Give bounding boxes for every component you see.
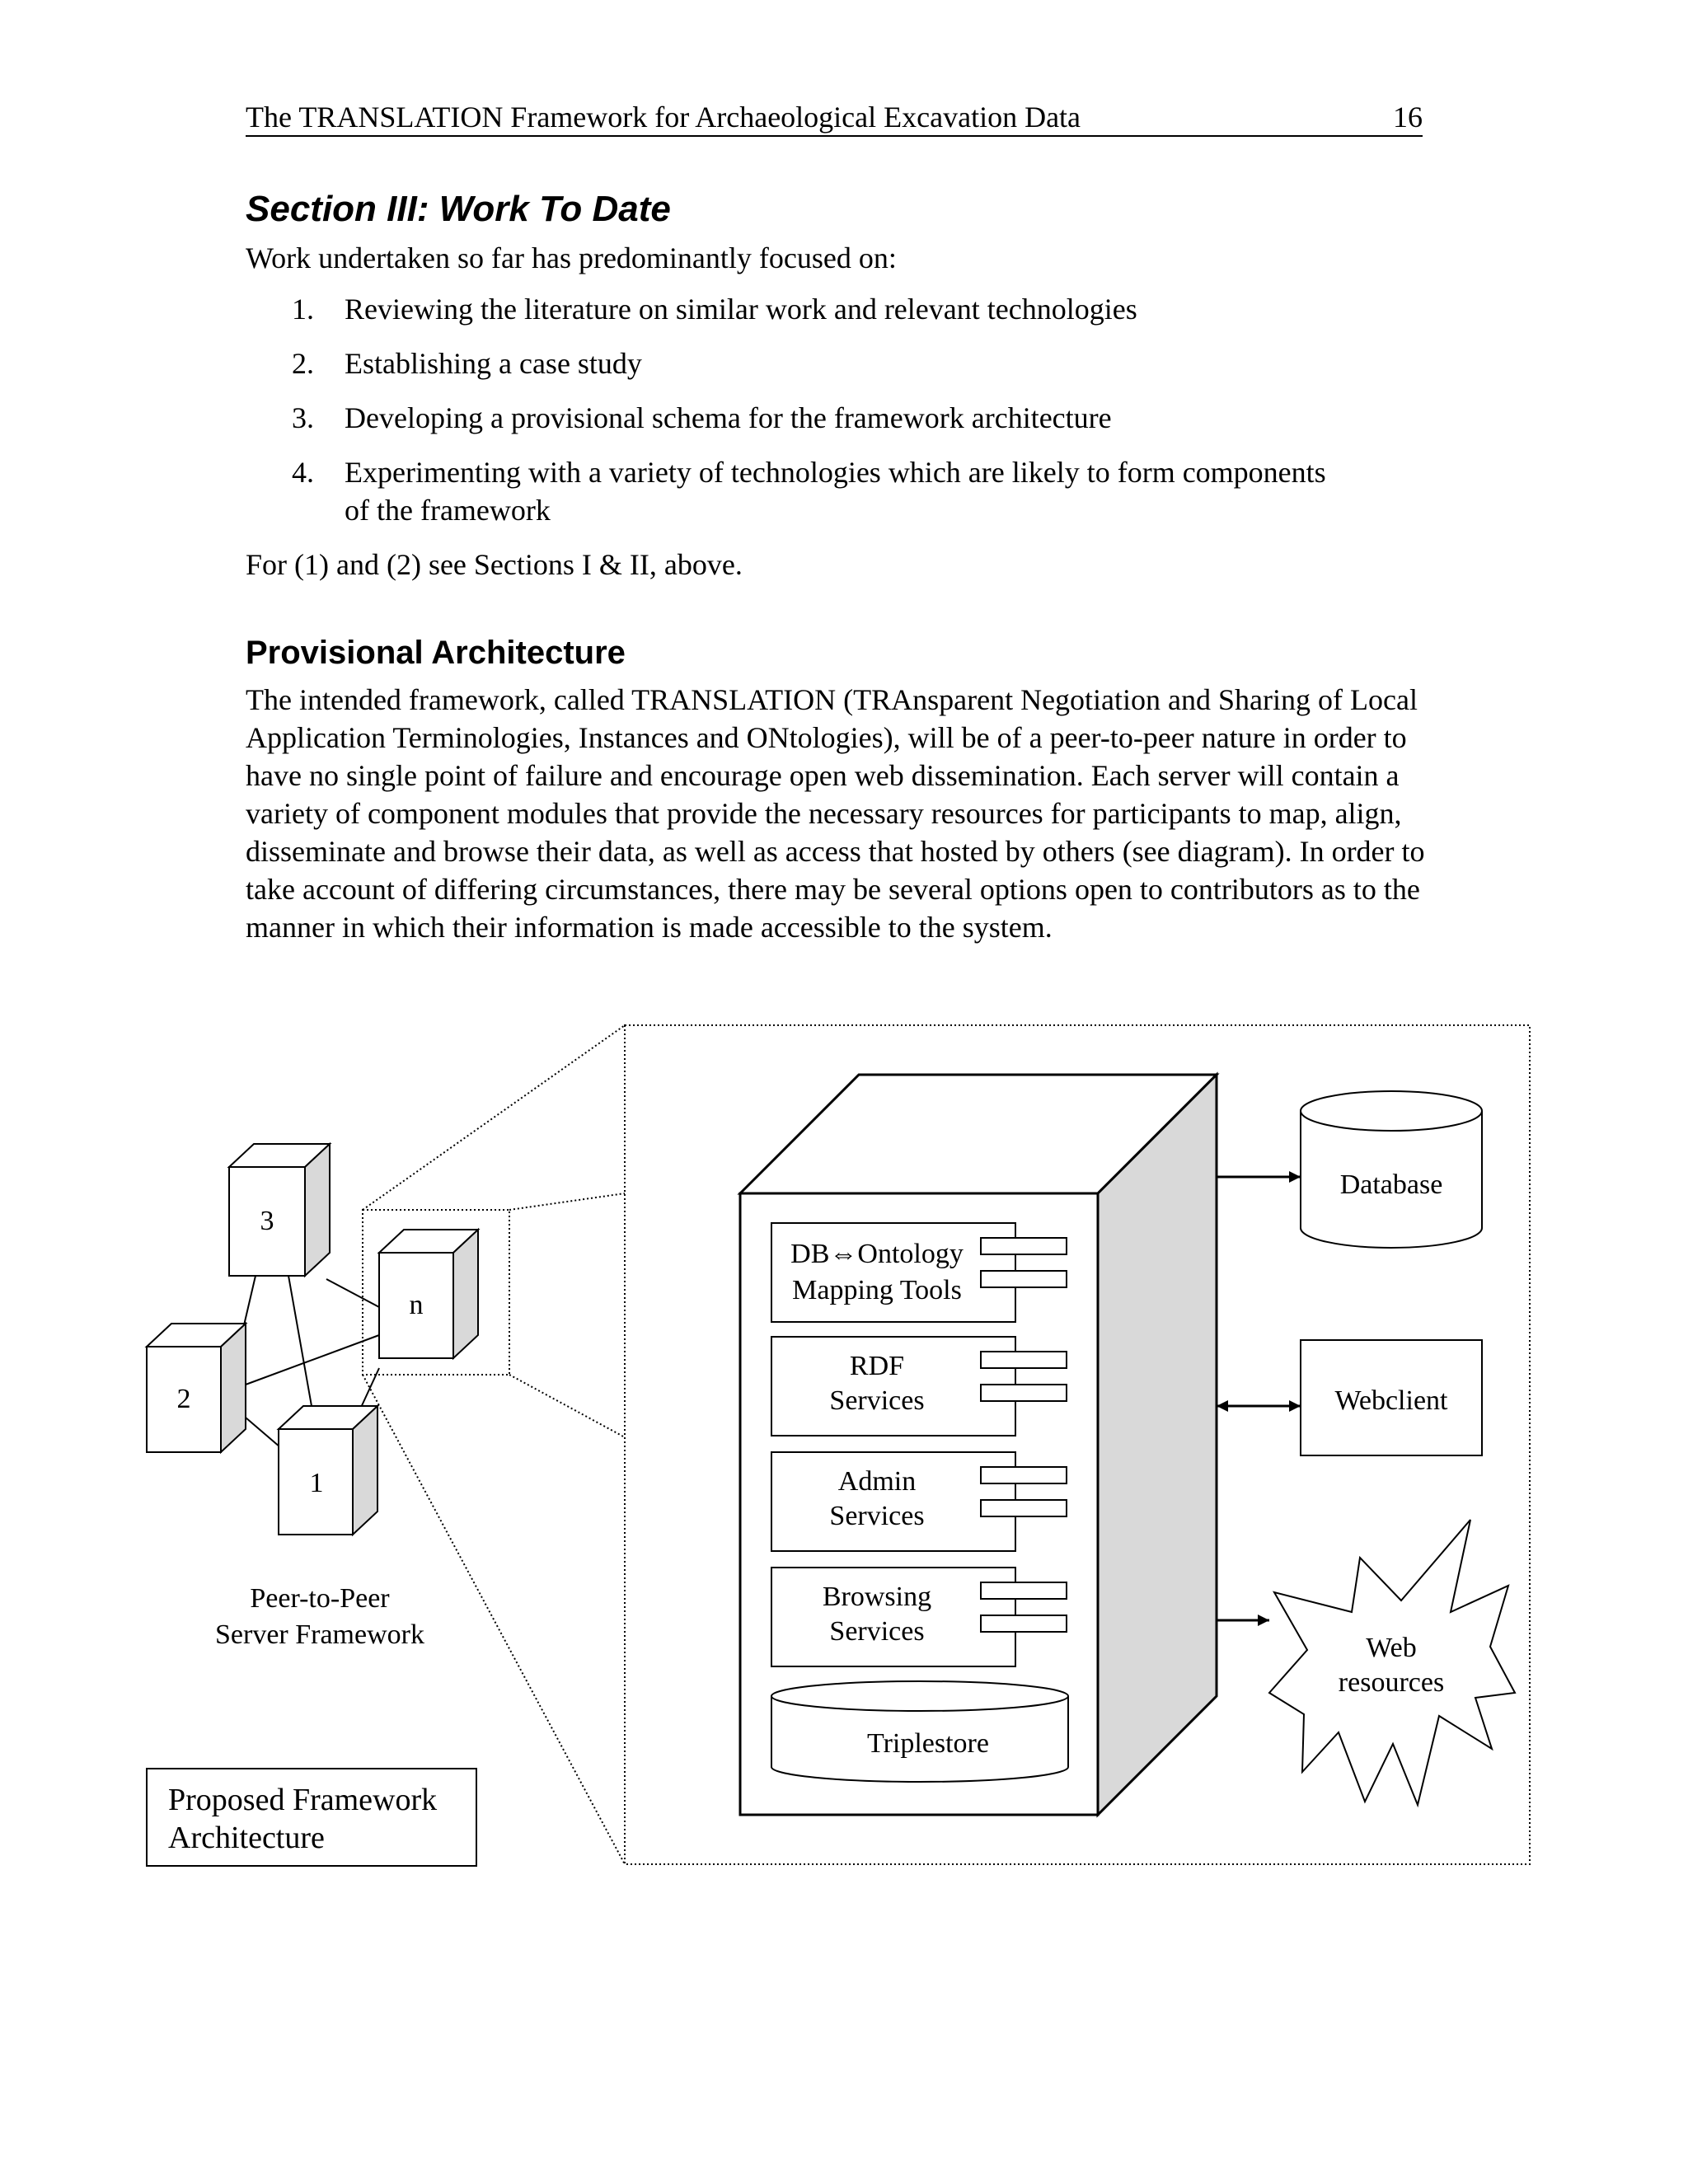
running-header: The TRANSLATION Framework for Archaeolog… bbox=[246, 99, 1423, 137]
section-note: For (1) and (2) see Sections I & II, abo… bbox=[246, 548, 743, 581]
database-label: Database bbox=[1340, 1169, 1443, 1200]
module-label: Admin bbox=[838, 1466, 916, 1497]
triplestore-cylinder: Triplestore bbox=[771, 1680, 1069, 1783]
module-label: DB⇔Ontology bbox=[790, 1239, 964, 1269]
list-text: Establishing a case study bbox=[345, 347, 642, 380]
list-number: 3. bbox=[292, 401, 314, 434]
node-label: 3 bbox=[260, 1206, 274, 1236]
zoom-outline bbox=[362, 1024, 1531, 1865]
module-label: Services bbox=[829, 1385, 924, 1416]
webclient-box bbox=[1300, 1339, 1483, 1456]
web-resources-label-2: resources bbox=[1339, 1667, 1444, 1698]
module-admin-services: Admin Services bbox=[771, 1451, 1067, 1552]
list-number: 1. bbox=[292, 293, 314, 326]
module-label: RDF bbox=[850, 1351, 904, 1381]
list-number: 2. bbox=[292, 347, 314, 380]
header-title: The TRANSLATION Framework for Archaeolog… bbox=[246, 101, 1081, 134]
p2p-caption-line1: Peer-to-Peer bbox=[250, 1583, 390, 1614]
database-cylinder: Database bbox=[1300, 1090, 1483, 1249]
body-paragraph: The intended framework, called TRANSLATI… bbox=[246, 683, 1425, 944]
list-number: 4. bbox=[292, 456, 314, 489]
web-resources-burst bbox=[1268, 1519, 1517, 1808]
peer-links bbox=[243, 1275, 380, 1448]
web-resources-label-1: Web bbox=[1366, 1633, 1416, 1663]
server-node-3: 3 bbox=[227, 1141, 332, 1278]
section-intro: Work undertaken so far has predominantly… bbox=[246, 241, 897, 274]
list-item: 3. Developing a provisional schema for th… bbox=[246, 399, 1317, 437]
server-node-n: n bbox=[377, 1227, 481, 1361]
node-label: 1 bbox=[310, 1468, 324, 1498]
triplestore-label: Triplestore bbox=[867, 1728, 989, 1759]
server-node-2: 2 bbox=[144, 1321, 248, 1455]
list-text: Reviewing the literature on similar work… bbox=[345, 293, 1137, 326]
module-browsing-services: Browsing Services bbox=[771, 1567, 1067, 1667]
page-number: 16 bbox=[1393, 101, 1423, 134]
subsection-heading: Provisional Architecture bbox=[246, 635, 626, 671]
list-item: 4. Experimenting with a variety of techno… bbox=[246, 453, 1334, 529]
module-db-ontology: DB⇔Ontology Mapping Tools bbox=[771, 1222, 1067, 1323]
module-label: Mapping Tools bbox=[792, 1275, 962, 1305]
module-label: Browsing bbox=[823, 1582, 931, 1612]
work-list: 1. Reviewing the literature on similar wo… bbox=[246, 290, 1326, 546]
list-item: 1. Reviewing the literature on similar wo… bbox=[246, 290, 1317, 328]
node-label: n bbox=[410, 1290, 424, 1320]
list-text: Developing a provisional schema for the … bbox=[345, 401, 1112, 434]
module-label: Services bbox=[829, 1616, 924, 1647]
caption-box bbox=[146, 1768, 477, 1867]
module-rdf-services: RDF Services bbox=[771, 1336, 1067, 1436]
node-label: 2 bbox=[177, 1384, 191, 1414]
server-node-1: 1 bbox=[276, 1404, 380, 1537]
list-item: 2. Establishing a case study bbox=[246, 344, 1317, 382]
module-label: Services bbox=[829, 1501, 924, 1531]
caption-line2: Architecture bbox=[168, 1821, 325, 1855]
webclient-label: Webclient bbox=[1335, 1385, 1449, 1416]
p2p-caption-line2: Server Framework bbox=[215, 1619, 424, 1650]
list-text: Experimenting with a variety of technolo… bbox=[345, 456, 1326, 527]
section-title: Section III: Work To Date bbox=[246, 189, 671, 229]
caption-line1: Proposed Framework bbox=[168, 1783, 437, 1817]
